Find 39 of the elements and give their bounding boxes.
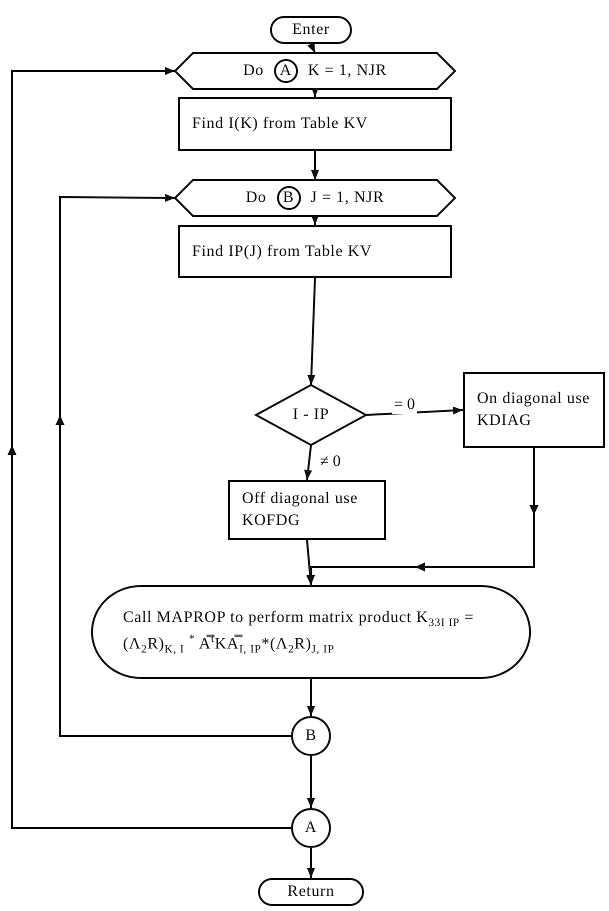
loop-hexagon — [175, 180, 455, 216]
process-box — [228, 480, 386, 540]
node-text: Return — [287, 883, 335, 901]
node-text: B — [305, 727, 317, 745]
node-text: Do — [243, 62, 264, 80]
node-text: Do — [246, 189, 267, 207]
node-text: A — [304, 819, 318, 837]
arrow — [307, 42, 316, 54]
connector-circle — [291, 716, 331, 756]
connector-circle — [291, 808, 331, 848]
arrow — [306, 540, 314, 586]
node-text: J = 1, NJR — [310, 189, 384, 207]
arrow — [307, 848, 315, 878]
arrow — [311, 215, 319, 225]
arrow — [307, 756, 315, 808]
loop-label: B — [276, 186, 301, 210]
decision-diamond — [256, 385, 366, 445]
arrow — [307, 278, 316, 386]
process-box — [178, 225, 452, 278]
edge-label: = 0 — [392, 396, 418, 414]
terminal-box — [270, 16, 352, 44]
arrow — [307, 679, 315, 716]
node-text: On diagonal use KDIAG — [477, 389, 591, 431]
node-text: Find IP(J) from Table KV — [192, 242, 372, 262]
terminal-box — [258, 878, 364, 906]
node-text: I - IP — [292, 406, 330, 424]
arrow — [311, 151, 319, 180]
node-text: Find I(K) from Table KV — [192, 114, 368, 134]
node-text: Off diagonal use KOFDG — [242, 489, 359, 531]
arrow — [59, 194, 291, 737]
node-text: Enter — [292, 21, 330, 39]
loop-hexagon — [175, 53, 455, 89]
node-text: K = 1, NJR — [308, 62, 387, 80]
process-box — [463, 372, 605, 448]
arrow — [304, 444, 312, 480]
loop-label: A — [274, 59, 298, 83]
arrow — [307, 448, 535, 585]
process-box — [178, 97, 452, 151]
arrow — [11, 67, 291, 829]
